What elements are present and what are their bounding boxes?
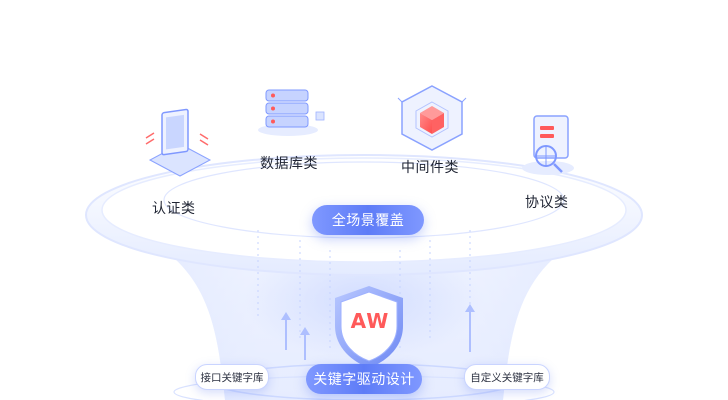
- category-database-label: 数据库类: [260, 156, 318, 172]
- category-auth-label: 认证类: [152, 201, 196, 217]
- chip-interface-keywords: 接口关键字库: [195, 364, 269, 390]
- cube-icon: [397, 85, 467, 151]
- document-search-icon: [522, 115, 574, 175]
- up-arrow-icon: [281, 304, 475, 360]
- coverage-pill: 全场景覆盖: [312, 205, 424, 235]
- chip-custom-keywords: 自定义关键字库: [464, 364, 550, 390]
- monitor-icon: [145, 108, 212, 177]
- keyword-driven-pill: 关键字驱动设计: [306, 364, 422, 394]
- category-middleware-label: 中间件类: [401, 160, 459, 176]
- server-stack-icon: [258, 89, 325, 136]
- category-protocol-label: 协议类: [525, 195, 569, 211]
- shield-label: AW: [350, 309, 390, 333]
- shield-icon: [335, 286, 403, 368]
